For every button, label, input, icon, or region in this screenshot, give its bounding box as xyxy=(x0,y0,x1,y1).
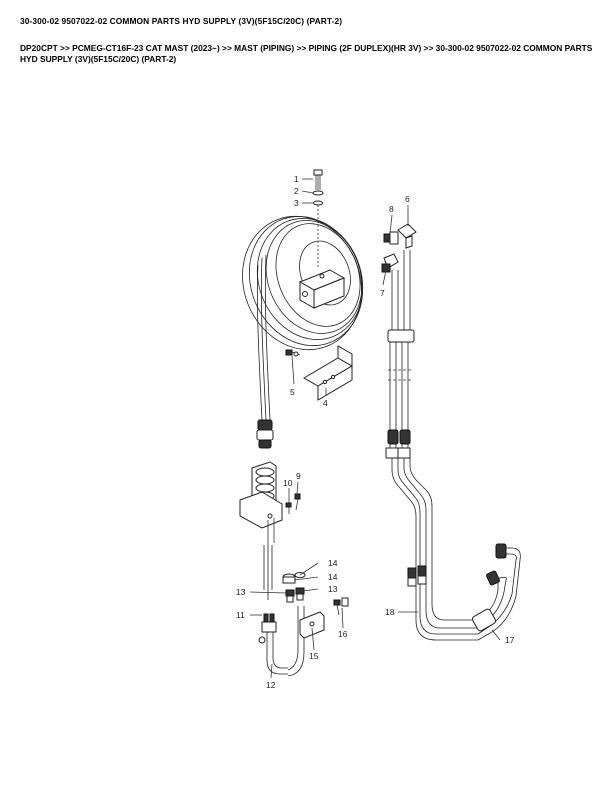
washer-part-3 xyxy=(313,200,323,206)
reel-mount-block xyxy=(298,269,346,309)
right-vertical-hoses xyxy=(385,250,415,459)
callout-16: 16 xyxy=(338,629,348,639)
callout-7: 7 xyxy=(380,288,385,298)
clamp-part-15 xyxy=(299,611,325,639)
left-lower-hose xyxy=(263,545,273,600)
callout-4: 4 xyxy=(323,398,328,408)
bolt-part-5 xyxy=(285,349,301,357)
callout-13b: 13 xyxy=(328,584,338,594)
callout-17: 17 xyxy=(505,635,515,645)
bolt-part-10 xyxy=(285,502,292,514)
callout-5: 5 xyxy=(290,387,295,397)
callout-15: 15 xyxy=(309,651,319,661)
reel-hose xyxy=(256,254,274,449)
callout-labels: 1 2 3 6 8 7 5 4 9 10 14 14 13 13 11 16 1… xyxy=(236,174,515,690)
bolt-part-16 xyxy=(333,597,349,616)
bolt-part-9 xyxy=(294,493,301,511)
pipe-part-17 xyxy=(471,543,521,641)
callout-6: 6 xyxy=(405,194,410,204)
callout-11: 11 xyxy=(236,610,245,620)
callout-3: 3 xyxy=(294,198,299,208)
adapter-part-8 xyxy=(383,231,399,245)
pipe-part-18 xyxy=(391,458,478,641)
callout-8: 8 xyxy=(389,204,394,214)
fitting-part-13 xyxy=(285,587,305,603)
callout-14a: 14 xyxy=(328,558,338,568)
callout-2: 2 xyxy=(294,186,299,196)
callout-12: 12 xyxy=(266,680,276,690)
breadcrumb: DP20CPT >> PCMEG-CT16F-23 CAT MAST (2023… xyxy=(20,43,593,64)
elbow-part-6 xyxy=(397,223,417,249)
callout-1: 1 xyxy=(294,174,299,184)
page-title: 30-300-02 9507022-02 COMMON PARTS HYD SU… xyxy=(20,16,343,26)
leader-lines xyxy=(249,178,501,679)
hose-guide-bracket xyxy=(239,461,283,545)
pipe-part-12 xyxy=(258,606,305,677)
hose-reel xyxy=(242,215,364,351)
callout-9: 9 xyxy=(296,471,301,481)
callout-14b: 14 xyxy=(328,572,338,582)
bolt-part-1 xyxy=(313,169,323,190)
bracket-part-4 xyxy=(303,345,353,401)
callout-10: 10 xyxy=(283,478,293,488)
washer-part-2 xyxy=(312,190,324,196)
elbow-part-7 xyxy=(381,253,399,273)
callout-13a: 13 xyxy=(236,587,246,597)
callout-18: 18 xyxy=(385,607,395,617)
